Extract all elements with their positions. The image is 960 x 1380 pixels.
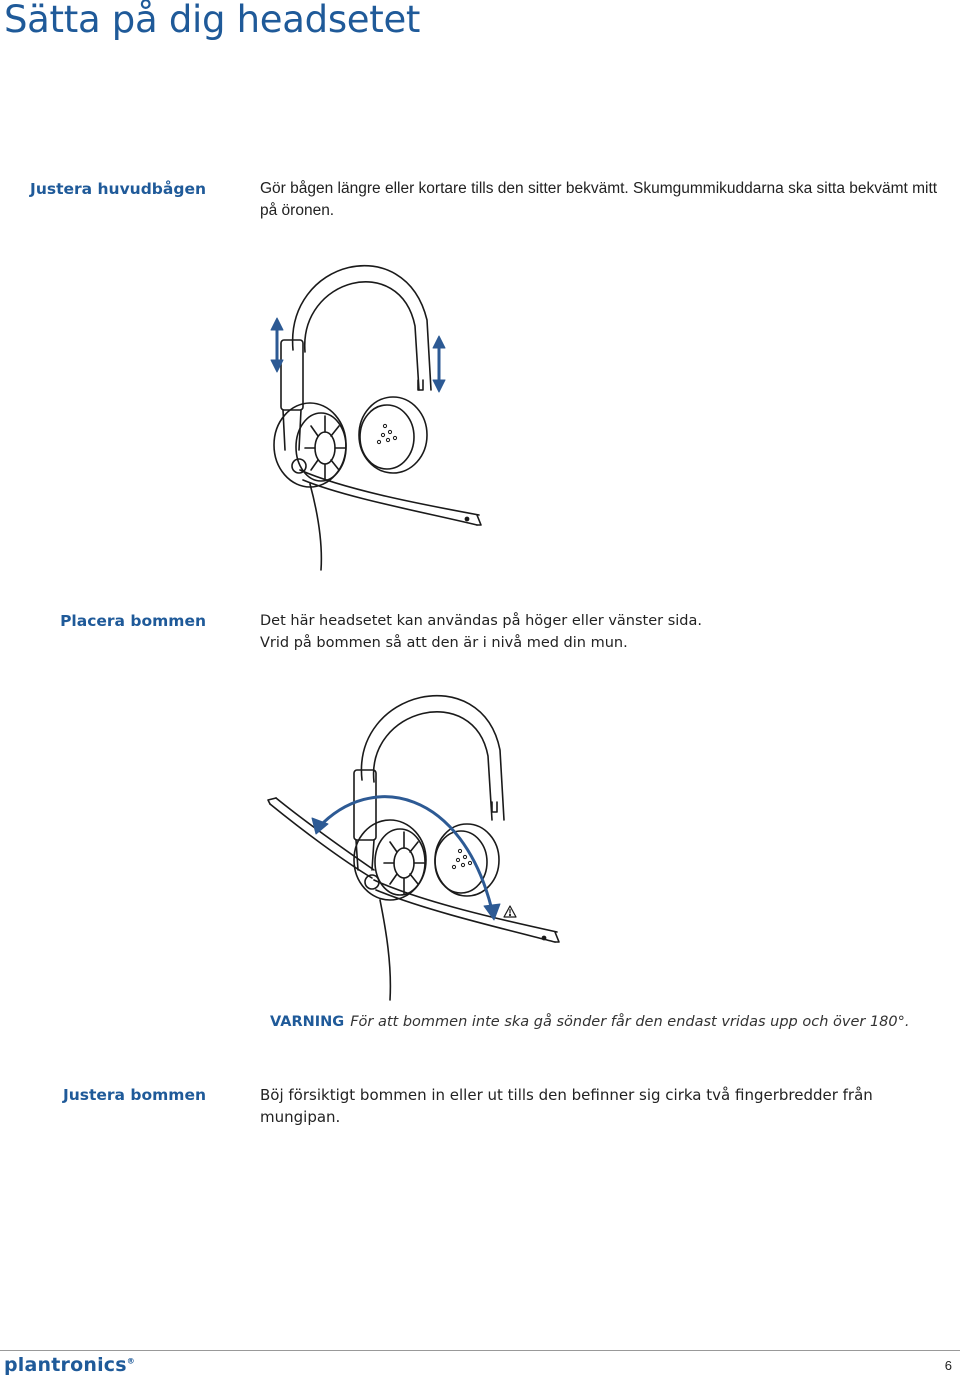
- headset-illustration-boom-rotation: [267, 695, 560, 1001]
- section-label-position-boom: Placera bommen: [60, 612, 206, 630]
- logo-text: plantronics: [4, 1354, 127, 1376]
- section-label-adjust-boom: Justera bommen: [62, 1086, 206, 1104]
- logo-registered-mark: ®: [126, 1356, 135, 1366]
- position-boom-line-1: Det här headsetet kan användas på höger …: [260, 613, 703, 629]
- warning-text: För att bommen inte ska gå sönder får de…: [350, 1014, 910, 1030]
- section-label-adjust-headband: Justera huvudbågen: [30, 180, 206, 198]
- position-boom-line-2: Vrid på bommen så att den är i nivå med …: [260, 635, 628, 651]
- warning-label: VARNING: [270, 1014, 345, 1030]
- warning-triangle-icon: [503, 905, 517, 918]
- plantronics-logo: plantronics®: [4, 1354, 135, 1376]
- page-number: 6: [944, 1358, 952, 1373]
- section-text-position-boom: Det här headsetet kan användas på höger …: [260, 610, 950, 654]
- section-text-adjust-boom: Böj försiktigt bommen in eller ut tills …: [260, 1086, 873, 1126]
- section-text-adjust-headband: Gör bågen längre eller kortare tills den…: [260, 180, 938, 219]
- footer-divider: [0, 1350, 960, 1351]
- warning-note: VARNING För att bommen inte ska gå sönder…: [270, 1014, 950, 1030]
- page-title: Sätta på dig headsetet: [4, 0, 421, 41]
- headset-illustration-headband: [270, 265, 482, 571]
